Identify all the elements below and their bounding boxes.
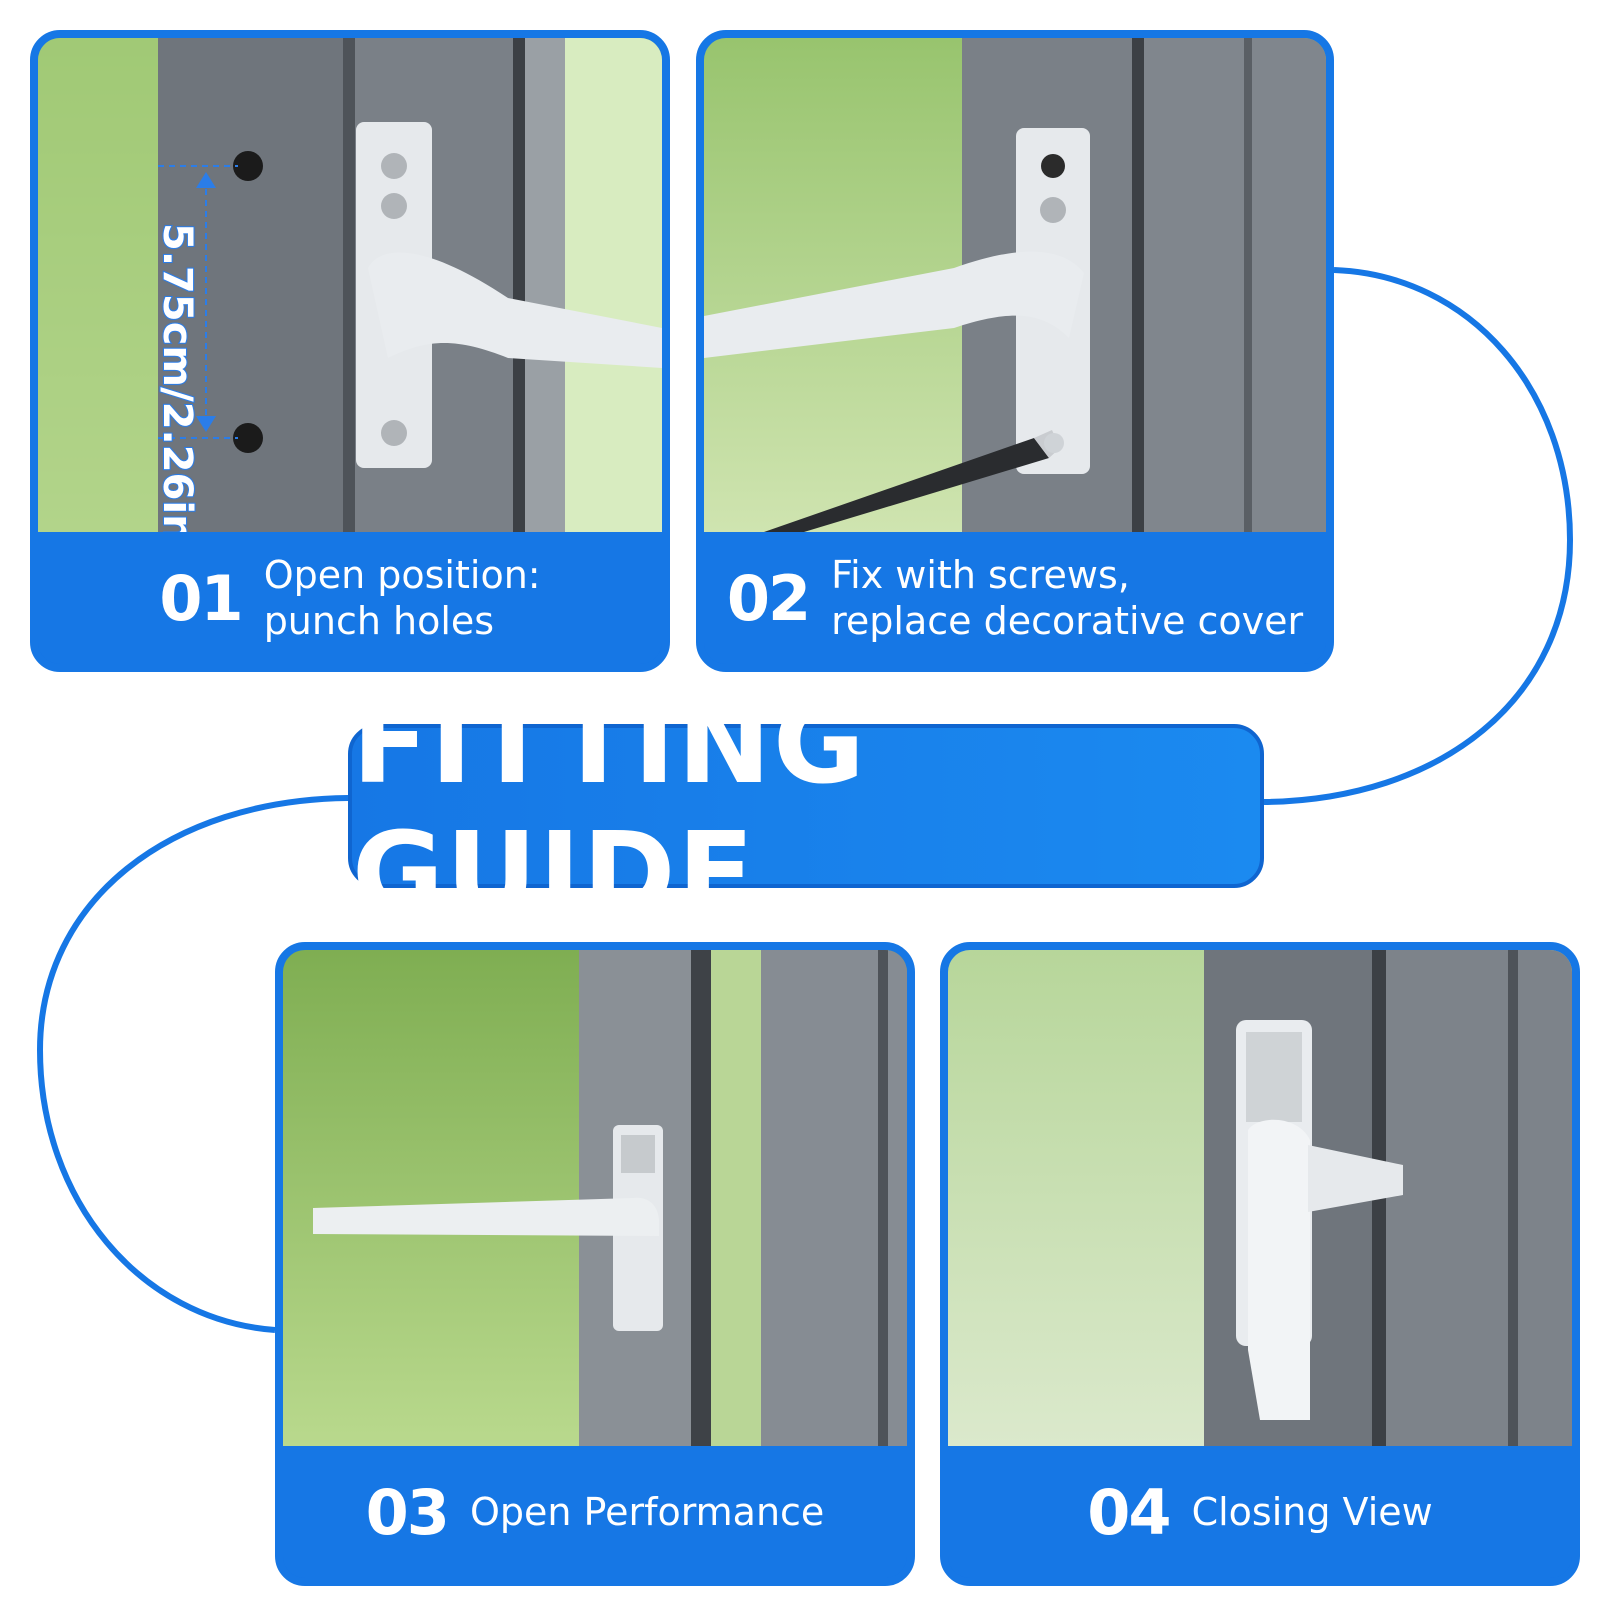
step-card-03: 03 Open Performance — [275, 942, 915, 1586]
step-description-line: punch holes — [263, 599, 495, 643]
step-card-04: 04 Closing View — [940, 942, 1580, 1586]
step-description-line: Open Performance — [469, 1490, 825, 1534]
step-number: 03 — [365, 1475, 450, 1549]
title-banner: FITTING GUIDE — [348, 679, 1264, 939]
step-photo-03 — [283, 950, 907, 1446]
step-description-line: Fix with screws, — [831, 553, 1130, 597]
step-description-line: Closing View — [1191, 1490, 1433, 1534]
step-caption-01: 01 Open position: punch holes — [38, 532, 662, 664]
step-number: 02 — [726, 561, 811, 635]
step-description-line: replace decorative cover — [831, 599, 1304, 643]
step-description: Open Performance — [470, 1489, 824, 1535]
step-photo-02 — [704, 38, 1326, 532]
step-description: Open position: punch holes — [264, 552, 541, 644]
step-card-02: 02 Fix with screws, replace decorative c… — [696, 30, 1334, 672]
step-description: Fix with screws, replace decorative cove… — [831, 552, 1303, 644]
step-description: Closing View — [1192, 1489, 1433, 1535]
page-title: FITTING GUIDE — [352, 679, 867, 939]
step-caption-04: 04 Closing View — [948, 1446, 1572, 1578]
step-caption-02: 02 Fix with screws, replace decorative c… — [704, 532, 1326, 664]
step-number: 04 — [1087, 1475, 1171, 1549]
step-number: 01 — [159, 561, 243, 635]
step-caption-03: 03 Open Performance — [283, 1446, 907, 1578]
step-photo-01 — [38, 38, 662, 532]
step-description-line: Open position: — [263, 553, 541, 597]
step-photo-04 — [948, 950, 1572, 1446]
measurement-label: 5.75cm/2.26in — [153, 222, 201, 544]
step-card-01: 5.75cm/2.26in 01 Open position: punch ho… — [30, 30, 670, 672]
